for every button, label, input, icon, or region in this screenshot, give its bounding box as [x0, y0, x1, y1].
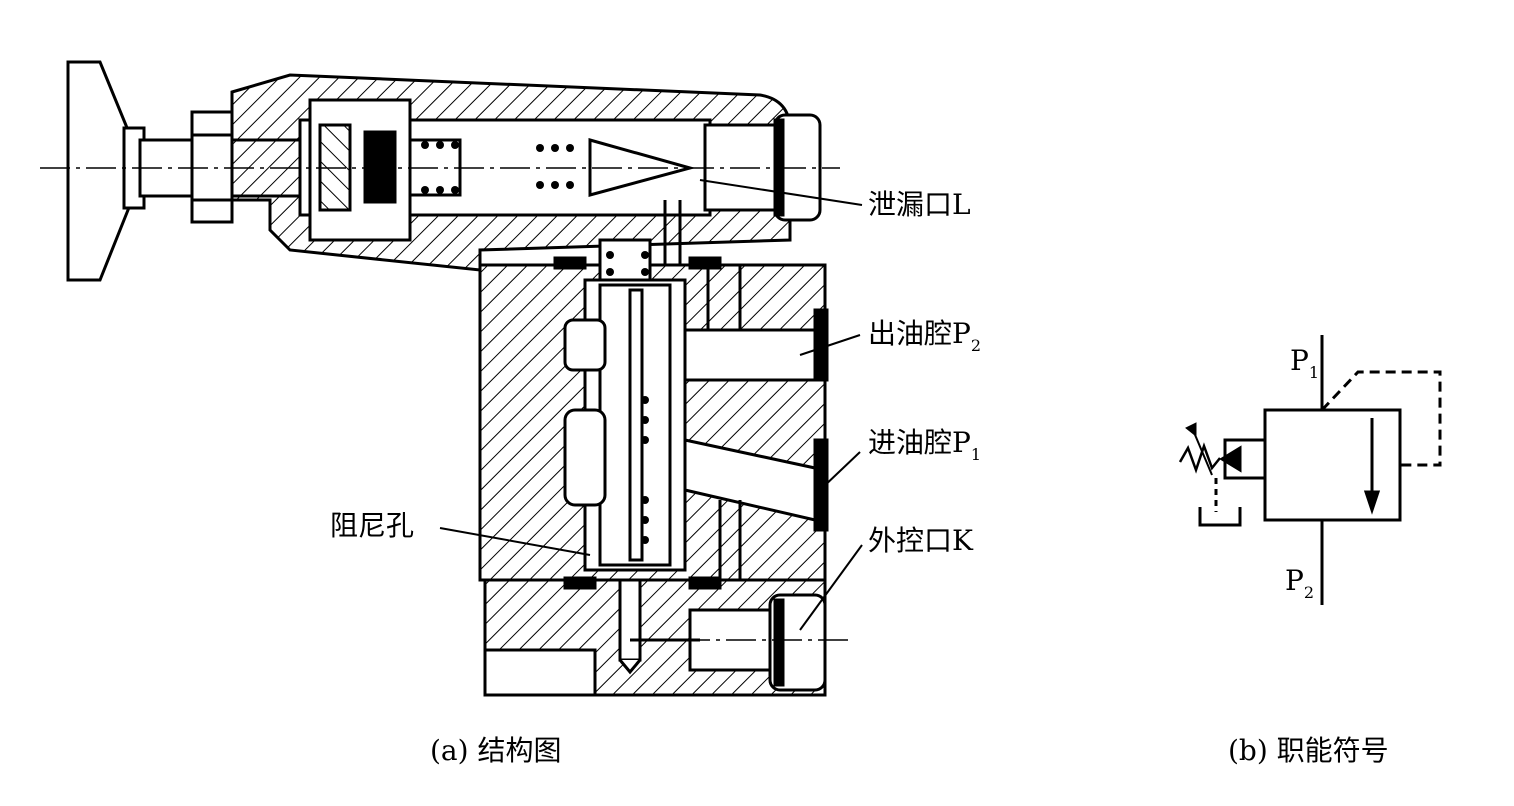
function-symbol: [1178, 335, 1442, 605]
label-leak-port: 泄漏口L: [868, 188, 971, 221]
symbol-label-p1: P1: [1290, 344, 1319, 382]
label-inlet-chamber: 进油腔P1: [868, 426, 981, 464]
handwheel: [66, 60, 134, 282]
leader-outlet: [799, 334, 861, 356]
pilot-spring: [421, 141, 574, 194]
symbol-valve-box: [1263, 408, 1402, 522]
symbol-control-triangle: [1219, 445, 1242, 473]
symbol-spring: [1178, 442, 1221, 474]
caption-structure: (a) 结构图: [430, 734, 561, 767]
caption-symbol: (b) 职能符号: [1228, 734, 1389, 767]
leader-damping: [439, 527, 591, 556]
bottom-recess: [483, 648, 597, 697]
lower-cavity: [563, 408, 607, 507]
symbol-tank: [1198, 507, 1242, 527]
pilot-dashed-line: [1320, 370, 1442, 467]
flow-arrow-head: [1363, 490, 1381, 515]
symbol-label-p2: P2: [1285, 564, 1314, 602]
label-external-control-port: 外控口K: [868, 524, 974, 557]
label-outlet-chamber: 出油腔P2: [868, 317, 981, 355]
upper-cavity: [563, 318, 607, 372]
label-damping-hole: 阻尼孔: [330, 509, 414, 542]
outlet-passage: [683, 328, 817, 382]
leader-control: [799, 544, 863, 631]
leader-leak: [699, 179, 863, 206]
leader-inlet: [819, 451, 861, 491]
lock-nut: [190, 110, 234, 224]
structure-drawing: [40, 60, 863, 697]
